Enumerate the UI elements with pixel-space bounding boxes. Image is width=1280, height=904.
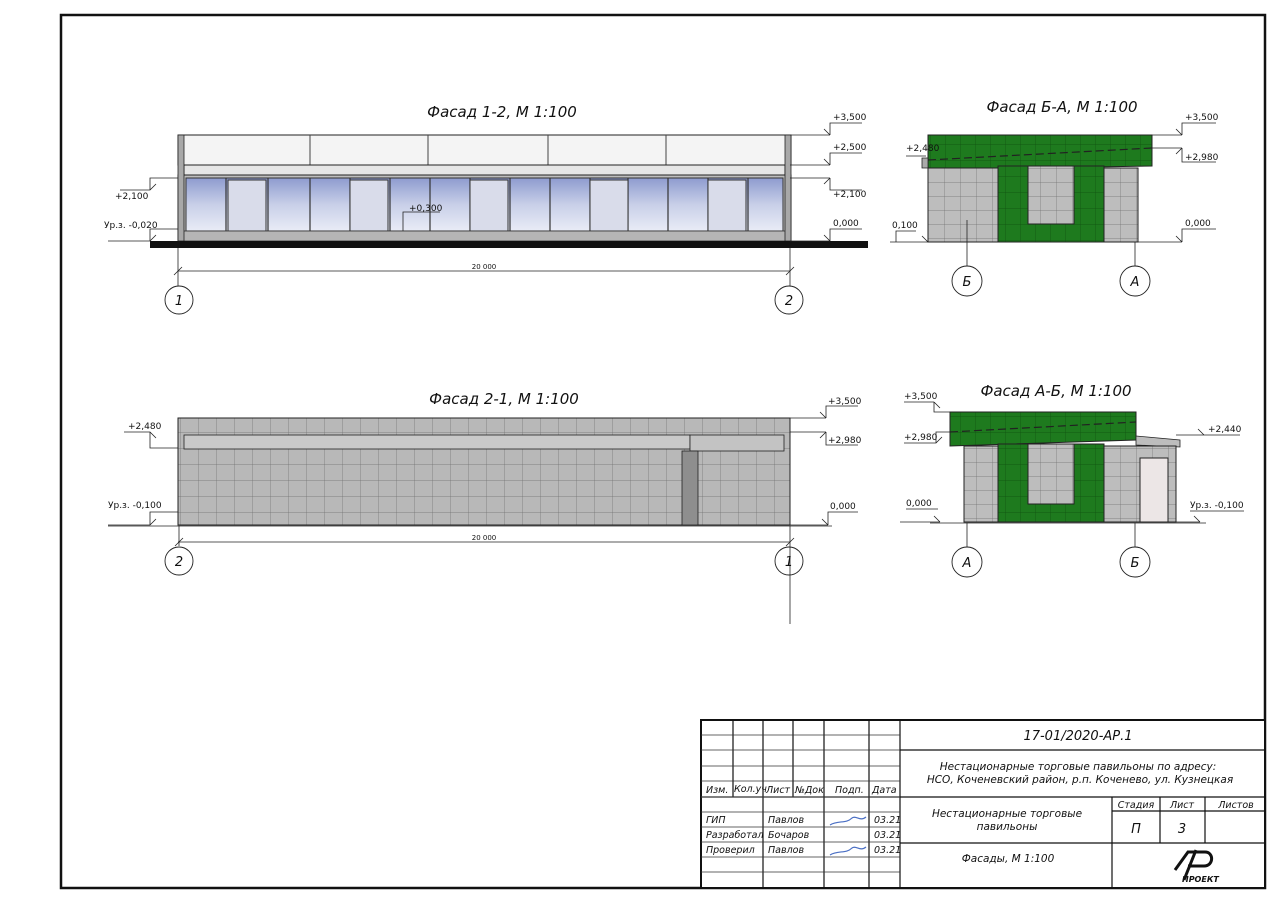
building-title-line2: павильоны bbox=[977, 821, 1038, 833]
level-mark: +2,480 bbox=[128, 422, 162, 432]
facade-1-2-title: Фасад 1-2, М 1:100 bbox=[427, 103, 577, 121]
dimension-label: 20 000 bbox=[472, 534, 497, 542]
level-mark: Ур.з. -0,100 bbox=[108, 501, 162, 511]
header-izm: Изм. bbox=[706, 785, 728, 796]
ground-line bbox=[150, 241, 868, 248]
axis-label: 2 bbox=[785, 294, 793, 309]
dimension-label: 20 000 bbox=[472, 263, 497, 271]
axis-marker bbox=[774, 546, 804, 576]
header-kolch: Кол.уч bbox=[734, 784, 767, 795]
building-title-line1: Нестационарные торговые bbox=[932, 808, 1082, 820]
facade-a-b-title: Фасад А-Б, М 1:100 bbox=[980, 382, 1131, 400]
logo-text: ПРОЕКТ bbox=[1182, 875, 1219, 884]
role-cell: ГИП bbox=[706, 815, 726, 826]
parapet-band bbox=[177, 134, 792, 166]
level-mark: +3,500 bbox=[833, 113, 867, 123]
sheet-frame bbox=[59, 13, 1267, 890]
stage-header: Стадия bbox=[1118, 800, 1155, 811]
level-mark: 0,000 bbox=[833, 219, 859, 229]
name-cell: Бочаров bbox=[768, 830, 810, 841]
axis-marker bbox=[951, 265, 983, 297]
axis-label: А bbox=[962, 556, 972, 571]
level-mark: Ур.з. -0,100 bbox=[1190, 501, 1244, 511]
axis-label: Б bbox=[1131, 556, 1140, 571]
level-mark: 0,100 bbox=[892, 221, 918, 231]
sheet-name: Фасады, М 1:100 bbox=[962, 853, 1055, 865]
level-mark: +2,100 bbox=[833, 190, 867, 200]
axis-label: А bbox=[1130, 275, 1140, 290]
axis-label: 2 bbox=[175, 555, 183, 570]
canopy bbox=[183, 434, 691, 450]
level-mark: +3,500 bbox=[828, 397, 862, 407]
name-cell: Павлов bbox=[768, 815, 804, 826]
level-mark: 0,000 bbox=[1185, 219, 1211, 229]
name-cell: Павлов bbox=[768, 845, 804, 856]
facade-1-2: Фасад 1-2, М 1:100 bbox=[104, 103, 868, 315]
level-mark: 0,000 bbox=[906, 499, 932, 509]
facade-b-a: Фасад Б-А, М 1:100 +3,500 +2,980 0,000 +… bbox=[890, 98, 1219, 297]
header-ndok: №Док bbox=[794, 785, 824, 796]
stage-value: П bbox=[1131, 822, 1141, 837]
axis-marker bbox=[951, 546, 983, 578]
axis-marker bbox=[1119, 546, 1151, 578]
level-mark: +2,980 bbox=[828, 436, 862, 446]
level-mark: 0,000 bbox=[830, 502, 856, 512]
facade-a-b: Фасад А-Б, М 1:100 +3,500 +2,980 0,000 +… bbox=[900, 382, 1244, 578]
level-mark: +2,980 bbox=[1185, 153, 1219, 163]
facade-b-a-title: Фасад Б-А, М 1:100 bbox=[986, 98, 1137, 116]
header-podp: Подп. bbox=[835, 785, 864, 796]
axis-marker bbox=[164, 546, 194, 576]
level-mark: +3,500 bbox=[1185, 113, 1219, 123]
date-cell: 03.21 bbox=[874, 815, 901, 826]
level-mark: +2,500 bbox=[833, 143, 867, 153]
axis-marker bbox=[1119, 265, 1151, 297]
level-mark: +0,300 bbox=[409, 204, 443, 214]
project-title-line2: НСО, Коченевский район, р.п. Коченево, у… bbox=[927, 774, 1233, 786]
level-mark: +3,500 bbox=[904, 392, 938, 402]
role-cell: Проверил bbox=[706, 845, 755, 856]
door bbox=[1139, 457, 1169, 523]
level-mark: +2,480 bbox=[906, 144, 940, 154]
drawing-code: 17-01/2020-АР.1 bbox=[1023, 729, 1132, 744]
axis-marker bbox=[774, 285, 804, 315]
role-cell: Разработал bbox=[706, 830, 764, 841]
axis-label: 1 bbox=[785, 555, 793, 570]
axis-label: Б bbox=[963, 275, 972, 290]
axis-marker bbox=[164, 285, 194, 315]
level-mark: Ур.з. -0,020 bbox=[104, 221, 158, 231]
lists-header: Листов bbox=[1217, 800, 1254, 811]
level-mark: +2,440 bbox=[1208, 425, 1242, 435]
axis-label: 1 bbox=[175, 294, 183, 309]
header-list: Лист bbox=[765, 785, 791, 796]
level-mark: +2,100 bbox=[115, 192, 149, 202]
facade-2-1-title: Фасад 2-1, М 1:100 bbox=[429, 390, 579, 408]
date-cell: 03.21 bbox=[874, 845, 901, 856]
company-logo: ПРОЕКТ bbox=[1173, 849, 1219, 884]
header-data: Дата bbox=[871, 785, 897, 796]
date-cell: 03.21 bbox=[874, 830, 901, 841]
title-block: 17-01/2020-АР.1 Нестационарные торговые … bbox=[700, 719, 1266, 889]
sheet-number: 3 bbox=[1178, 822, 1186, 837]
list-header: Лист bbox=[1169, 800, 1195, 811]
facade-2-1: Фасад 2-1, М 1:100 +3,500 +2,980 0,000 +… bbox=[108, 390, 862, 624]
entrance-doors bbox=[227, 179, 747, 232]
project-title-line1: Нестационарные торговые павильоны по адр… bbox=[940, 761, 1217, 773]
signature bbox=[829, 816, 867, 856]
level-mark: +2,980 bbox=[904, 433, 938, 443]
